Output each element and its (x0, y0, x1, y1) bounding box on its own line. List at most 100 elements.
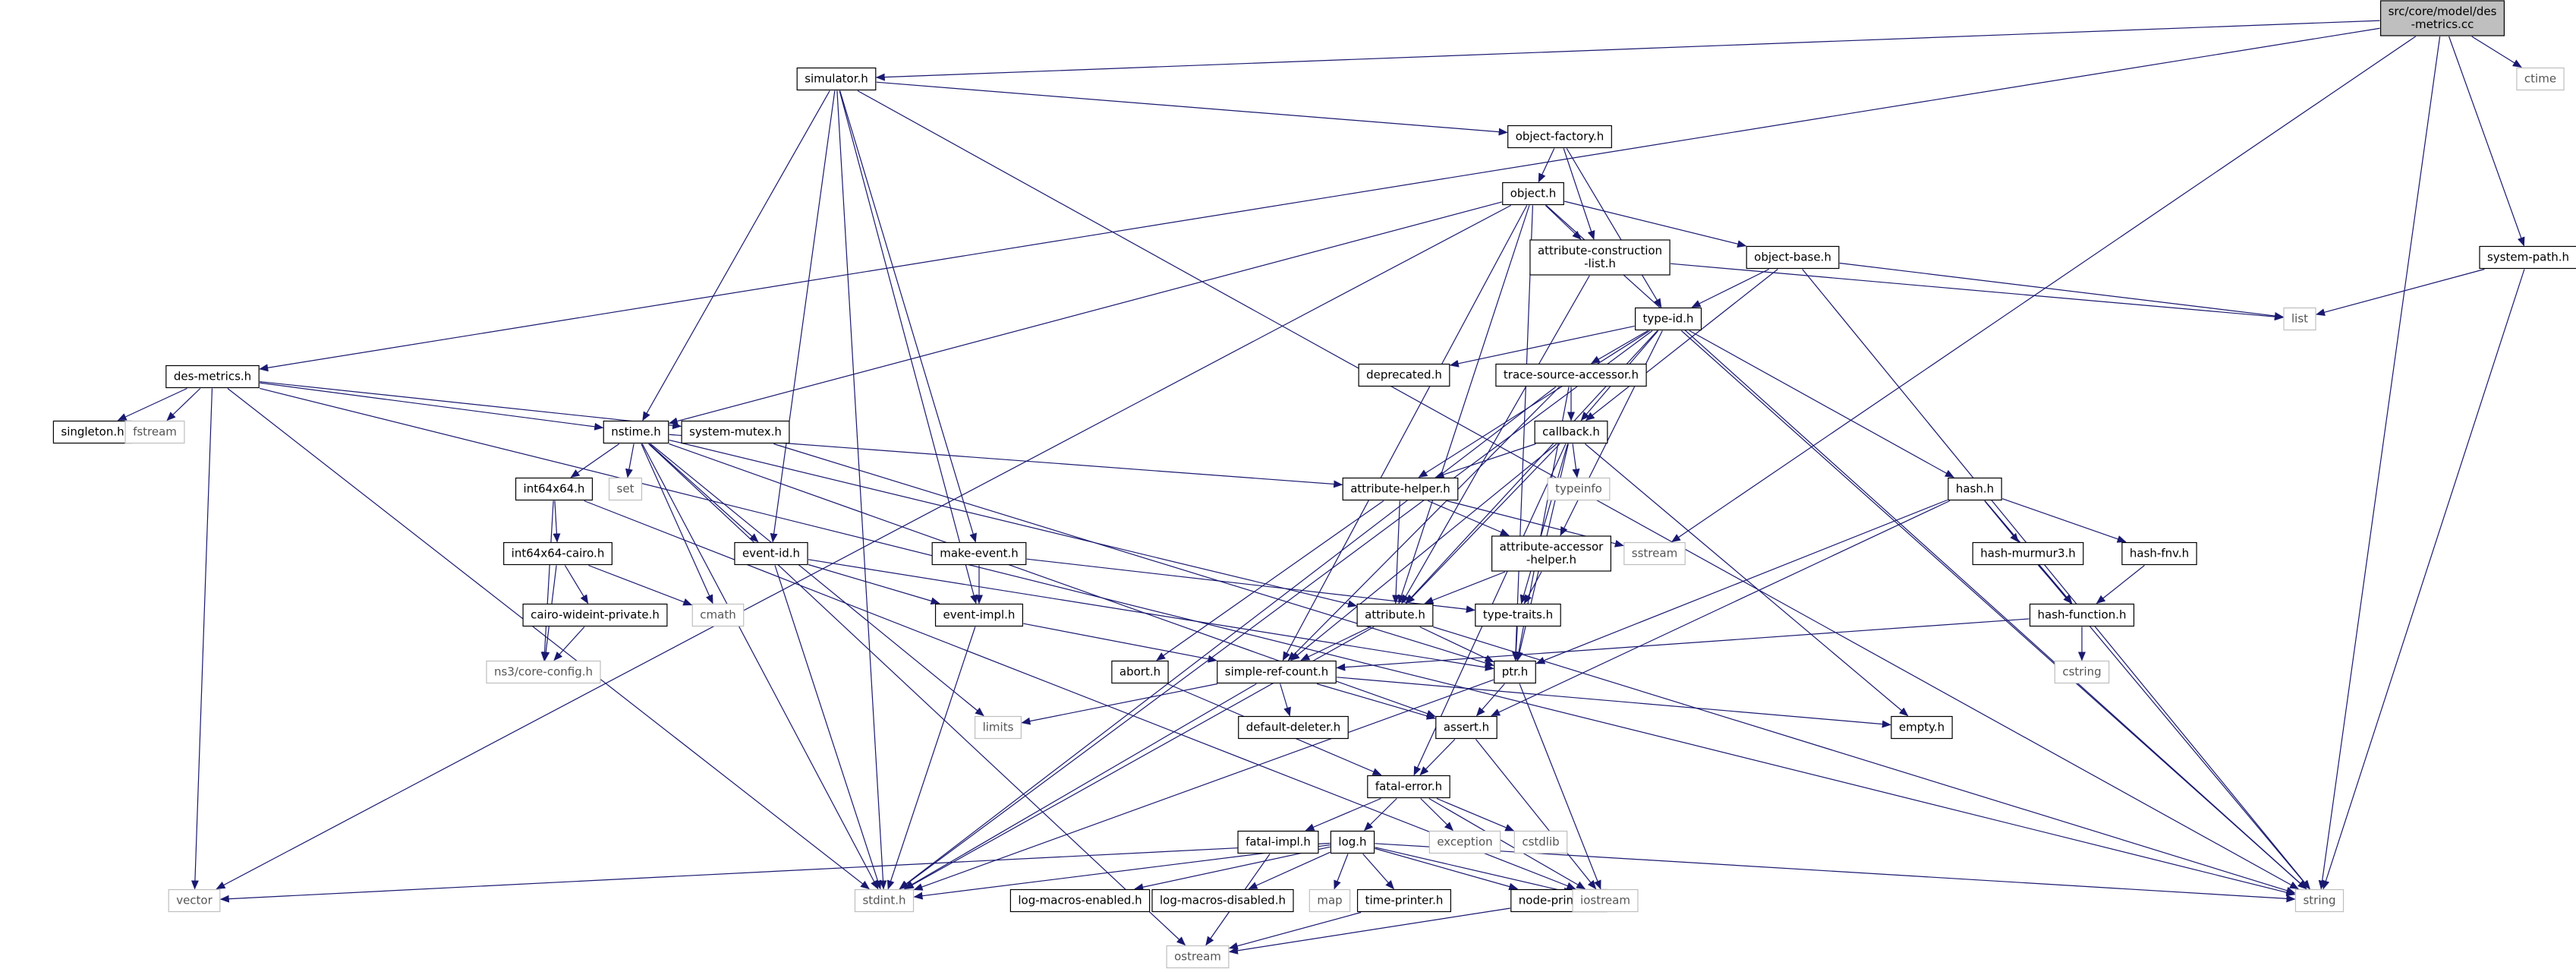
node-typeinfo[interactable]: typeinfo (1547, 477, 1611, 501)
node-box (124, 420, 185, 444)
edge-nstime-to-int64x64 (570, 443, 620, 478)
edge-log-to-log-macros-enabled (1134, 846, 1331, 892)
node-object-base[interactable]: object-base.h (1746, 245, 1840, 270)
node-fatal-impl[interactable]: fatal-impl.h (1237, 830, 1319, 854)
node-box (1948, 477, 2002, 501)
node-map[interactable]: map (1308, 888, 1351, 913)
node-cairo-wideint[interactable]: cairo-wideint-private.h (522, 603, 668, 627)
node-trace-source[interactable]: trace-source-accessor.h (1495, 363, 1647, 387)
node-object[interactable]: object.h (1502, 181, 1564, 206)
edge-root-to-des-metrics (259, 27, 2380, 372)
node-assert[interactable]: assert.h (1435, 715, 1497, 740)
node-box (796, 67, 877, 91)
edge-simple-ref-count-to-stdint (903, 683, 1257, 890)
node-label: list (2291, 312, 2308, 326)
node-object-factory[interactable]: object-factory.h (1507, 125, 1612, 149)
node-list[interactable]: list (2283, 307, 2316, 331)
node-des-metrics[interactable]: des-metrics.h (165, 364, 260, 389)
edge-type-id-to-string (1680, 330, 2307, 890)
edge-object-to-attribute (1397, 205, 1530, 604)
node-exception[interactable]: exception (1428, 830, 1501, 854)
node-attr-accessor[interactable]: attribute-accessor-helper.h (1491, 535, 1611, 572)
node-type-id[interactable]: type-id.h (1634, 307, 1702, 331)
node-fstream[interactable]: fstream (124, 420, 185, 444)
node-ctime[interactable]: ctime (2516, 67, 2565, 91)
edge-int64x64-to-core-config (540, 500, 554, 661)
edge-hash-to-ptr (1535, 499, 1948, 664)
edge-int64x64-cairo-to-cmath (588, 564, 693, 606)
node-core-config[interactable]: ns3/core-config.h (486, 660, 601, 684)
node-iostream[interactable]: iostream (1572, 888, 1639, 913)
edge-root-to-string (2318, 36, 2441, 890)
node-box (1534, 420, 1608, 444)
node-nstime[interactable]: nstime.h (603, 420, 669, 444)
node-default-deleter[interactable]: default-deleter.h (1238, 715, 1349, 740)
node-log[interactable]: log.h (1330, 830, 1375, 854)
edge-object-to-ptr (1512, 205, 1534, 661)
node-simple-ref-count[interactable]: simple-ref-count.h (1217, 660, 1337, 684)
node-label: attribute-construction (1538, 244, 1662, 257)
node-callback[interactable]: callback.h (1534, 420, 1608, 444)
node-label: assert.h (1444, 721, 1489, 734)
node-int64x64[interactable]: int64x64.h (515, 477, 594, 501)
node-box (2283, 307, 2316, 331)
node-attr-construction[interactable]: attribute-construction-list.h (1529, 239, 1671, 276)
edge-root-to-ctime (2471, 36, 2522, 68)
node-label: system-mutex.h (689, 425, 782, 439)
node-label: -list.h (1584, 257, 1616, 270)
node-ptr[interactable]: ptr.h (1494, 660, 1536, 684)
node-event-id[interactable]: event-id.h (734, 541, 808, 566)
node-deprecated[interactable]: deprecated.h (1358, 363, 1450, 387)
node-abort[interactable]: abort.h (1111, 660, 1169, 684)
node-system-path[interactable]: system-path.h (2479, 245, 2576, 270)
edge-attribute-to-string (1433, 626, 2296, 895)
node-stdint[interactable]: stdint.h (854, 888, 915, 913)
node-box (1009, 888, 1151, 913)
node-cstring[interactable]: cstring (2054, 660, 2110, 684)
edge-type-id-to-trace-source (1590, 330, 1649, 364)
node-system-mutex[interactable]: system-mutex.h (681, 420, 790, 444)
node-make-event[interactable]: make-event.h (931, 541, 1027, 566)
node-root[interactable]: src/core/model/des-metrics.cc (2379, 0, 2505, 36)
node-event-impl[interactable]: event-impl.h (934, 603, 1024, 627)
node-fatal-error[interactable]: fatal-error.h (1367, 775, 1450, 799)
node-singleton[interactable]: singleton.h (52, 420, 133, 444)
node-cmath[interactable]: cmath (691, 603, 745, 627)
edge-int64x64-cairo-to-cairo-wideint (564, 565, 589, 604)
edge-log-to-log-macros-disabled (1248, 851, 1331, 890)
node-hash-function[interactable]: hash-function.h (2029, 603, 2135, 627)
node-ostream[interactable]: ostream (1166, 945, 1230, 969)
node-vector[interactable]: vector (168, 888, 221, 913)
node-log-macros-enabled[interactable]: log-macros-enabled.h (1009, 888, 1151, 913)
edge-attr-accessor-to-type-traits (1523, 571, 1542, 604)
node-int64x64-cairo[interactable]: int64x64-cairo.h (503, 541, 613, 566)
node-hash[interactable]: hash.h (1948, 477, 2002, 501)
node-simulator[interactable]: simulator.h (796, 67, 877, 91)
node-type-traits[interactable]: type-traits.h (1475, 603, 1561, 627)
node-log-macros-disabled[interactable]: log-macros-disabled.h (1151, 888, 1294, 913)
edge-callback-to-type-traits (1519, 443, 1569, 604)
node-label: system-path.h (2487, 251, 2569, 264)
node-box (1356, 603, 1434, 627)
node-empty[interactable]: empty.h (1891, 715, 1953, 740)
edge-fatal-error-to-exception (1420, 798, 1453, 832)
node-hash-murmur3[interactable]: hash-murmur3.h (1972, 541, 2084, 566)
node-attribute[interactable]: attribute.h (1356, 603, 1434, 627)
edge-node-printer-to-ostream (1228, 907, 1510, 955)
node-limits[interactable]: limits (974, 715, 1022, 740)
edge-type-id-to-attribute-helper (1418, 330, 1650, 478)
node-string[interactable]: string (2294, 888, 2345, 913)
node-sstream[interactable]: sstream (1623, 541, 1686, 566)
node-label: limits (983, 721, 1014, 734)
node-time-printer[interactable]: time-printer.h (1356, 888, 1452, 913)
edge-ptr-to-assert (1475, 683, 1505, 717)
node-label: type-id.h (1643, 312, 1694, 326)
node-hash-fnv[interactable]: hash-fnv.h (2121, 541, 2197, 566)
node-label: simulator.h (805, 72, 868, 86)
node-attribute-helper[interactable]: attribute-helper.h (1342, 477, 1459, 501)
edge-callback-to-simple-ref-count (1290, 443, 1557, 661)
node-cstdlib[interactable]: cstdlib (1513, 830, 1568, 854)
node-set[interactable]: set (608, 477, 643, 501)
node-label: object-factory.h (1516, 130, 1604, 144)
